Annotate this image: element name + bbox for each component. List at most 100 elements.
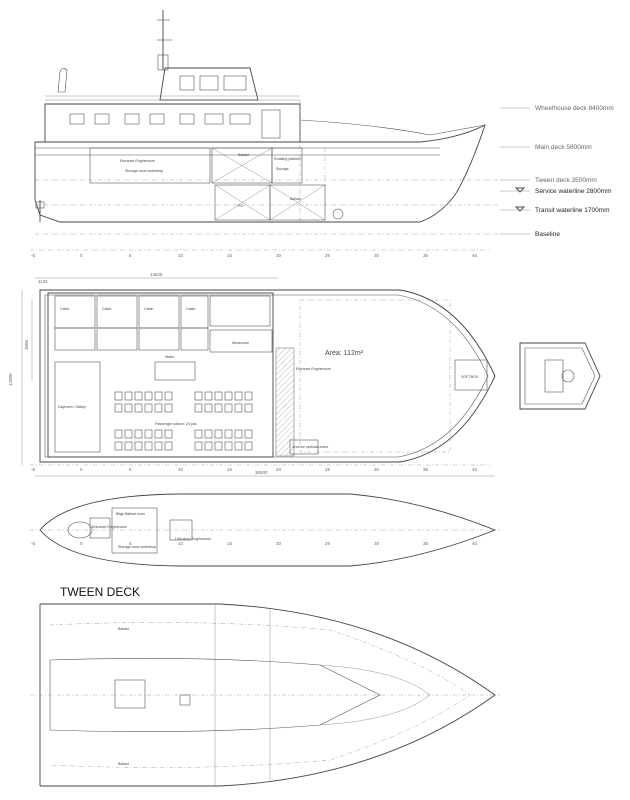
stairs-label: Stairs	[165, 355, 174, 359]
passenger-seat	[154, 429, 163, 439]
passenger-saloon	[114, 391, 253, 451]
passenger-seat	[154, 391, 163, 401]
frame-label: 5	[129, 467, 132, 472]
passenger-seat	[124, 403, 133, 413]
passenger-seat	[244, 429, 253, 439]
passenger-seat	[114, 391, 123, 401]
dim-aft-offset: 1125	[38, 279, 48, 284]
passenger-seat	[234, 391, 243, 401]
level-wheelhouse-deck: Wheelhouse deck 8400mm	[535, 105, 614, 112]
storage-room-label: Storage room workshop	[125, 169, 163, 173]
profile-frame-label: 15	[227, 253, 233, 258]
frame-label: 40	[472, 467, 478, 472]
deck-area-label: Area: 112m²	[325, 350, 364, 357]
passenger-seat	[164, 429, 173, 439]
passenger-seat	[214, 391, 223, 401]
softbox-label: SOFTBOX	[461, 375, 479, 379]
passenger-seat	[164, 403, 173, 413]
optional-crane-label: Area for optional crane	[292, 445, 328, 449]
ballast-upper-label: Ballast	[238, 153, 249, 157]
wheelhouse-plan	[519, 342, 601, 410]
profile-frame-label: 25	[325, 253, 331, 258]
passenger-seat	[124, 441, 133, 451]
exhaust-stack	[57, 68, 68, 93]
fuel-oil-tank-label: FO	[238, 204, 243, 208]
passenger-seat	[204, 441, 213, 451]
level-service-waterline: Service waterline 2800mm	[535, 188, 612, 195]
hull-bottom-plan: Ballast Ballast	[30, 603, 500, 787]
dayroom-galley-label: Dayroom / Galley	[58, 405, 86, 409]
frame-label: -5	[31, 467, 35, 472]
cabin-label: Cabin	[102, 307, 111, 311]
stairs	[154, 361, 196, 381]
profile-frame-label: 20	[276, 253, 282, 258]
passenger-seat	[114, 403, 123, 413]
passenger-seat	[234, 429, 243, 439]
dim-inner-breadth: 3500	[24, 339, 29, 350]
open-deck-area	[299, 299, 451, 453]
frame-label: 35	[423, 467, 429, 472]
frame-label: 30	[374, 541, 380, 546]
passenger-seat	[194, 403, 203, 413]
passenger-saloon-label: Passenger saloon: 24 pax	[155, 422, 197, 426]
softbox	[454, 359, 488, 391]
frame-label: 25	[325, 467, 331, 472]
passenger-seat	[144, 429, 153, 439]
service-waterline-marker	[514, 187, 526, 193]
bow-thruster	[332, 208, 344, 220]
ballast-top-label: Ballast	[118, 627, 129, 631]
frame-label: 0	[80, 541, 83, 546]
frame-label: 30	[374, 467, 380, 472]
frame-label: 5	[129, 541, 132, 546]
passenger-seat	[214, 441, 223, 451]
wheelhouse	[159, 67, 259, 101]
frame-label: 25	[325, 541, 331, 546]
passenger-seat	[124, 391, 133, 401]
profile-frame-label: 30	[374, 253, 380, 258]
rotating-platform-label: Rotating platform	[274, 157, 301, 161]
accommodation-block	[47, 292, 274, 458]
frame-label: 20	[276, 467, 282, 472]
frame-label: 20	[276, 541, 282, 546]
ballast-lower-label: Ballast	[290, 197, 301, 201]
frame-label: -5	[31, 541, 35, 546]
passenger-seat	[214, 403, 223, 413]
passenger-seat	[144, 441, 153, 451]
storage-room-tween-label: Storage room workshop	[118, 545, 156, 549]
frame-label: 10	[178, 467, 184, 472]
passenger-seat	[154, 403, 163, 413]
lsa-store-label: LSA store Engineroom	[175, 537, 211, 541]
hull-profile	[34, 104, 486, 223]
level-transit-waterline: Transit waterline 1700mm	[535, 207, 610, 214]
frame-label: 0	[80, 467, 83, 472]
dim-forward-length: 14625	[150, 272, 163, 277]
entrance-engineroom-label: Entrance Engineroom	[120, 159, 155, 163]
frame-label: 10	[178, 541, 184, 546]
passenger-seat	[134, 441, 143, 451]
passenger-seat	[224, 391, 233, 401]
profile-frame-label: 40	[472, 253, 478, 258]
passenger-seat	[124, 429, 133, 439]
passenger-seat	[234, 403, 243, 413]
transit-waterline-marker	[514, 206, 526, 212]
superstructure	[44, 103, 301, 143]
passenger-seat	[134, 429, 143, 439]
dim-breadth: 12000	[8, 373, 13, 386]
passenger-seat	[164, 391, 173, 401]
profile-view: Entrance Engineroom Storage room worksho…	[30, 10, 614, 258]
main-deck-hull-outline	[39, 289, 496, 463]
frame-label: 40	[472, 541, 478, 546]
passenger-seat	[134, 403, 143, 413]
main-deck-plan: 14625 1125 12000 3500 Cabin Cabin Cabin …	[8, 272, 496, 477]
messroom-label: Messroom	[232, 341, 249, 345]
profile-compartments: Entrance Engineroom Storage room worksho…	[89, 100, 326, 222]
tween-deck-title: TWEEN DECK	[60, 585, 140, 599]
frame-label: 15	[227, 541, 233, 546]
mast	[157, 10, 172, 71]
level-main-deck: Main deck 5800mm	[535, 144, 592, 151]
passenger-seat	[224, 403, 233, 413]
passenger-seat	[234, 441, 243, 451]
entrance-engineroom-tween-label: Entrance Engineroom	[92, 525, 127, 529]
